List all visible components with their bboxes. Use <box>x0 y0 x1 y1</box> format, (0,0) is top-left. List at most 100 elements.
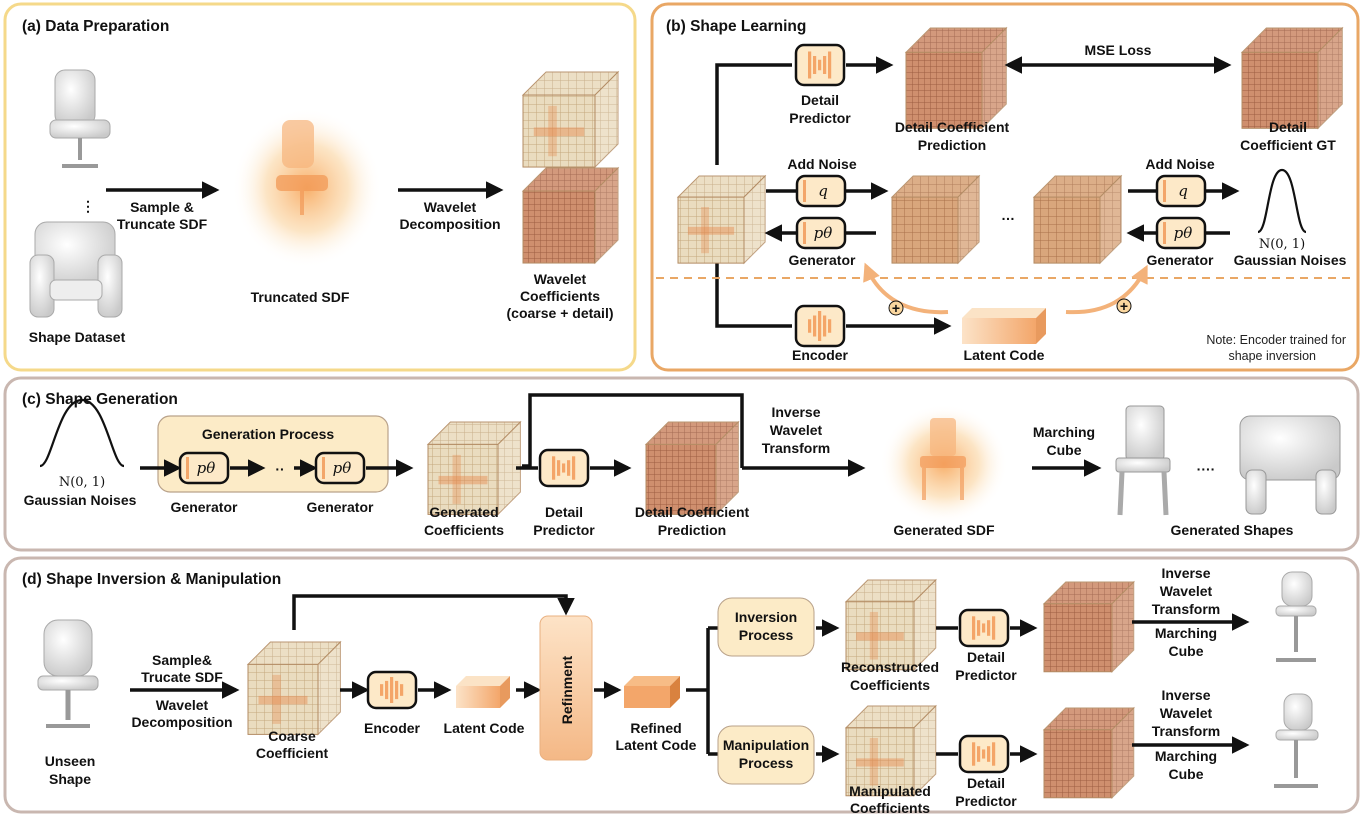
shape-dataset-label: Shape Dataset <box>29 329 126 345</box>
detail-pred-b-label-2: Prediction <box>918 137 986 153</box>
inverse-d1-label-2: Wavelet <box>1160 583 1213 599</box>
latent-code-bar-b <box>962 308 1046 344</box>
dataset-dots: ⋮ <box>81 198 95 214</box>
gaussian-symbol-b: N(0, 1) <box>1259 237 1305 252</box>
shape-dots: ···· <box>1197 461 1216 477</box>
gaussian-curve-b <box>1257 168 1307 234</box>
manipulation-label-1: Manipulation <box>723 737 809 753</box>
detail-predictor-module-c <box>538 448 590 488</box>
marching-d1-label-2: Cube <box>1169 643 1204 659</box>
unseen-label-1: Unseen <box>45 753 96 769</box>
wavelet-coeff-label-2: Coefficients <box>520 288 600 304</box>
p-theta-symbol: pθ <box>333 459 352 477</box>
detail-predictor-module-d1 <box>958 608 1010 648</box>
inversion-label-2: Process <box>739 627 794 643</box>
panel-d-title: (d) Shape Inversion & Manipulation <box>22 571 281 588</box>
inverse-d2-label-1: Inverse <box>1161 687 1210 703</box>
generated-sdf-label: Generated SDF <box>893 522 995 538</box>
inverse-d1-label-3: Transform <box>1152 601 1220 617</box>
inverse-c-label-1: Inverse <box>771 404 820 420</box>
detail-pred-cube-c <box>644 420 740 516</box>
gaussian-noises-b-label: Gaussian Noises <box>1234 252 1347 268</box>
coarse-coefficient-cube-a <box>521 70 620 169</box>
detail-gt-label-2: Coefficient GT <box>1240 137 1336 153</box>
detail-pred-cube-b <box>904 26 1008 130</box>
xt-cube-2 <box>1032 174 1123 265</box>
reconstructed-label-2: Coefficients <box>850 677 930 693</box>
condition-arrow-left <box>863 262 949 315</box>
wavelet-d-label-2: Decomposition <box>131 714 232 730</box>
wavelet-coeff-label-3: (coarse + detail) <box>507 305 614 321</box>
dataset-chair-shape <box>49 69 111 168</box>
p-theta-module-left: pθ <box>795 216 847 250</box>
panel-a-title: (a) Data Preparation <box>22 18 169 35</box>
detail-predictor-module-d2 <box>958 734 1010 774</box>
refinement-label: Refinment <box>559 655 575 724</box>
dataset-sofa-shape <box>29 221 123 318</box>
generated-coeff-label-2: Coefficients <box>424 522 504 538</box>
ellipsis-b: … <box>1001 207 1015 223</box>
mse-loss-label: MSE Loss <box>1085 42 1152 58</box>
detail-cube-d1 <box>1042 580 1135 673</box>
manipulated-chair-shape <box>1274 693 1319 788</box>
coarse-d-label-2: Coefficient <box>256 745 329 761</box>
latent-code-d-label: Latent Code <box>444 720 525 736</box>
sample-truncate-label-1: Sample & <box>130 199 194 215</box>
plus-left: + <box>892 300 900 316</box>
xt-cube-1 <box>890 174 981 265</box>
encoder-note-1: Note: Encoder trained for <box>1206 333 1346 347</box>
p-theta-module-c2: pθ <box>314 451 366 485</box>
detail-pred-c-label-2: Prediction <box>658 522 726 538</box>
inverse-d1-label-1: Inverse <box>1161 565 1210 581</box>
generator-left-label: Generator <box>789 252 856 268</box>
generator-right-label: Generator <box>1147 252 1214 268</box>
manipulated-label-2: Coefficients <box>850 800 930 816</box>
latent-code-b-label: Latent Code <box>964 347 1045 363</box>
sample-truncate-label-2: Truncate SDF <box>117 216 208 232</box>
truncated-sdf-label: Truncated SDF <box>251 289 350 305</box>
detail-coefficient-cube-a <box>521 166 620 265</box>
p-theta-symbol: pθ <box>1174 224 1193 242</box>
manipulated-label-1: Manipulated <box>849 783 931 799</box>
wavelet-decomp-label-2: Decomposition <box>399 216 500 232</box>
inversion-label-1: Inversion <box>735 609 797 625</box>
encoder-b-label: Encoder <box>792 347 849 363</box>
latent-code-bar-d <box>456 676 510 708</box>
detail-predictor-module-b <box>794 43 846 87</box>
wavelet-d-label-1: Wavelet <box>156 697 209 713</box>
plus-right: + <box>1120 298 1128 314</box>
generated-armchair-shape <box>1239 415 1341 515</box>
refinement-block <box>539 615 593 761</box>
inverse-c-label-3: Transform <box>762 440 830 456</box>
generated-coeff-cube <box>426 420 522 516</box>
encoder-module-b <box>794 304 846 348</box>
encoder-d-label: Encoder <box>364 720 421 736</box>
x0-cube <box>676 174 767 265</box>
p-theta-module-right: pθ <box>1155 216 1207 250</box>
detail-cube-d2 <box>1042 706 1135 799</box>
detail-predictor-b-label-2: Predictor <box>789 110 851 126</box>
generation-dots: ·· <box>275 461 284 477</box>
q-module-left: q <box>795 174 847 208</box>
q-symbol: q <box>1178 182 1188 200</box>
generator-c2-label: Generator <box>307 499 374 515</box>
manipulated-coeff-cube <box>844 704 937 797</box>
unseen-chair-shape <box>37 619 99 728</box>
detail-predictor-b-label-1: Detail <box>801 92 839 108</box>
reconstructed-coeff-cube <box>844 578 937 671</box>
manipulation-label-2: Process <box>739 755 794 771</box>
q-module-right: q <box>1155 174 1207 208</box>
sample-d-label-2: Trucate SDF <box>141 669 223 685</box>
detail-predictor-c-label-2: Predictor <box>533 522 595 538</box>
panel-b-title: (b) Shape Learning <box>666 18 806 35</box>
refined-latent-bar <box>624 676 680 708</box>
marching-d1-label-1: Marching <box>1155 625 1217 641</box>
encoder-module-d <box>366 670 418 710</box>
p-theta-module-c1: pθ <box>178 451 230 485</box>
marching-c-label-1: Marching <box>1033 424 1095 440</box>
p-theta-symbol: pθ <box>197 459 216 477</box>
detail-d2-label-1: Detail <box>967 775 1005 791</box>
sample-d-label-1: Sample& <box>152 652 212 668</box>
detail-pred-c-label-1: Detail Coefficient <box>635 504 750 520</box>
generator-c1-label: Generator <box>171 499 238 515</box>
